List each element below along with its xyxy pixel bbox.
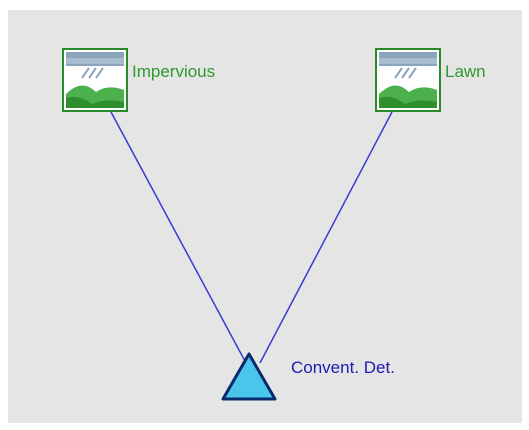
link-impervious-to-convent-det[interactable] <box>110 111 247 364</box>
triangle-icon <box>221 352 277 401</box>
node-impervious[interactable]: Impervious <box>62 48 272 112</box>
rain-landscape-icon <box>375 48 441 112</box>
node-label-impervious: Impervious <box>132 62 216 81</box>
node-label-lawn: Lawn <box>445 62 486 81</box>
node-label-convent-det: Convent. Det. <box>291 358 395 377</box>
node-convent-det[interactable]: Convent. Det. <box>220 350 470 408</box>
link-lawn-to-convent-det[interactable] <box>259 111 393 364</box>
rain-landscape-icon <box>62 48 128 112</box>
node-lawn[interactable]: Lawn <box>375 48 525 112</box>
